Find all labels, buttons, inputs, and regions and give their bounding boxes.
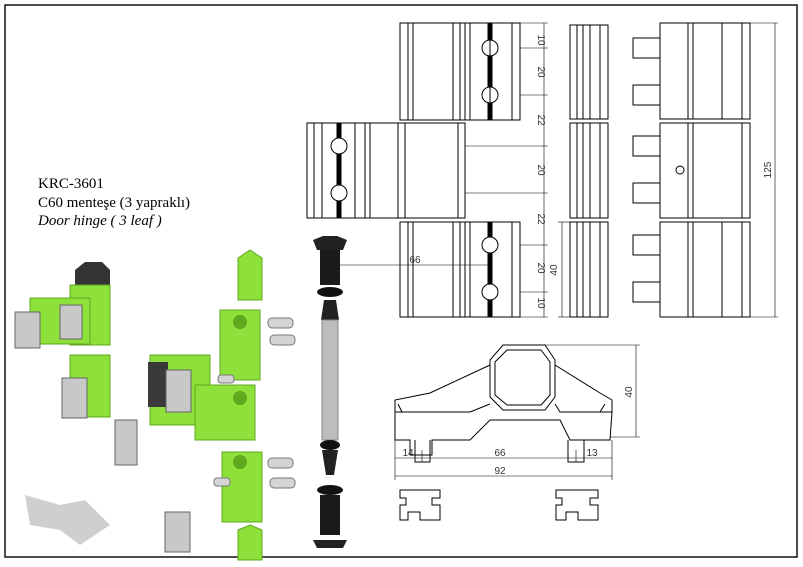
dim-label: 22 [535, 213, 546, 225]
front-view [306, 22, 548, 318]
right-view [632, 22, 778, 318]
dim-left-margin: 14 [402, 448, 414, 459]
dim-label: 20 [535, 66, 546, 78]
dim-label: 22 [535, 114, 546, 126]
dim-leaf-height: 40 [549, 264, 560, 276]
dim-section-height: 40 [624, 386, 635, 398]
dim-total-height: 125 [763, 161, 774, 178]
dim-label: 10 [535, 34, 546, 46]
dim-label: 20 [535, 164, 546, 176]
sheet-frame [4, 4, 798, 558]
dim-label: 20 [535, 262, 546, 274]
side-view [558, 24, 609, 318]
dim-right-margin: 13 [586, 448, 598, 459]
dim-label: 10 [535, 297, 546, 309]
dim-center-span: 66 [494, 448, 506, 459]
cross-section-view [394, 344, 640, 521]
cap-block [75, 262, 110, 285]
dim-total-width: 92 [494, 466, 506, 477]
product-name-tr: C60 menteşe (3 yapraklı) [38, 195, 191, 211]
exploded-3d-view [14, 236, 347, 561]
product-name-en: Door hinge ( 3 leaf ) [38, 213, 162, 229]
dim-pin-offset: 66 [409, 255, 421, 266]
product-code: KRC-3601 [38, 176, 104, 192]
